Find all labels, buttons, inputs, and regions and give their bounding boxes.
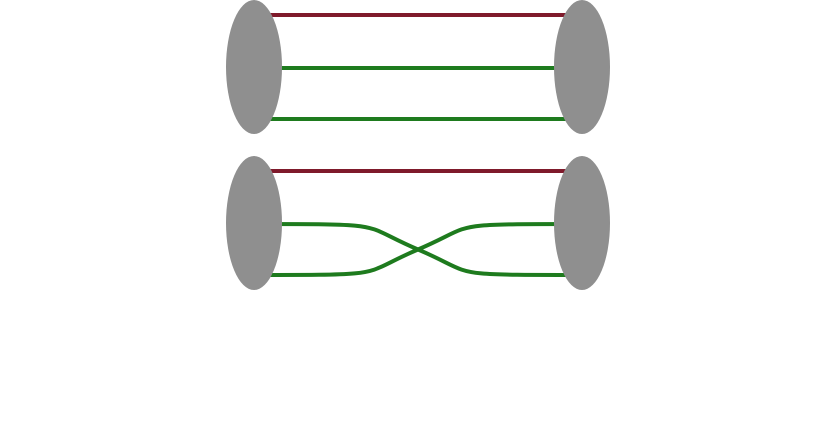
crossed-connection [226, 156, 610, 290]
green-wire [253, 222, 583, 277]
parallel-connection [226, 0, 610, 134]
right-node-ellipse [554, 156, 610, 290]
left-node-ellipse [226, 0, 282, 134]
left-node-ellipse [226, 156, 282, 290]
panels-layer [226, 0, 610, 290]
right-node-ellipse [554, 0, 610, 134]
